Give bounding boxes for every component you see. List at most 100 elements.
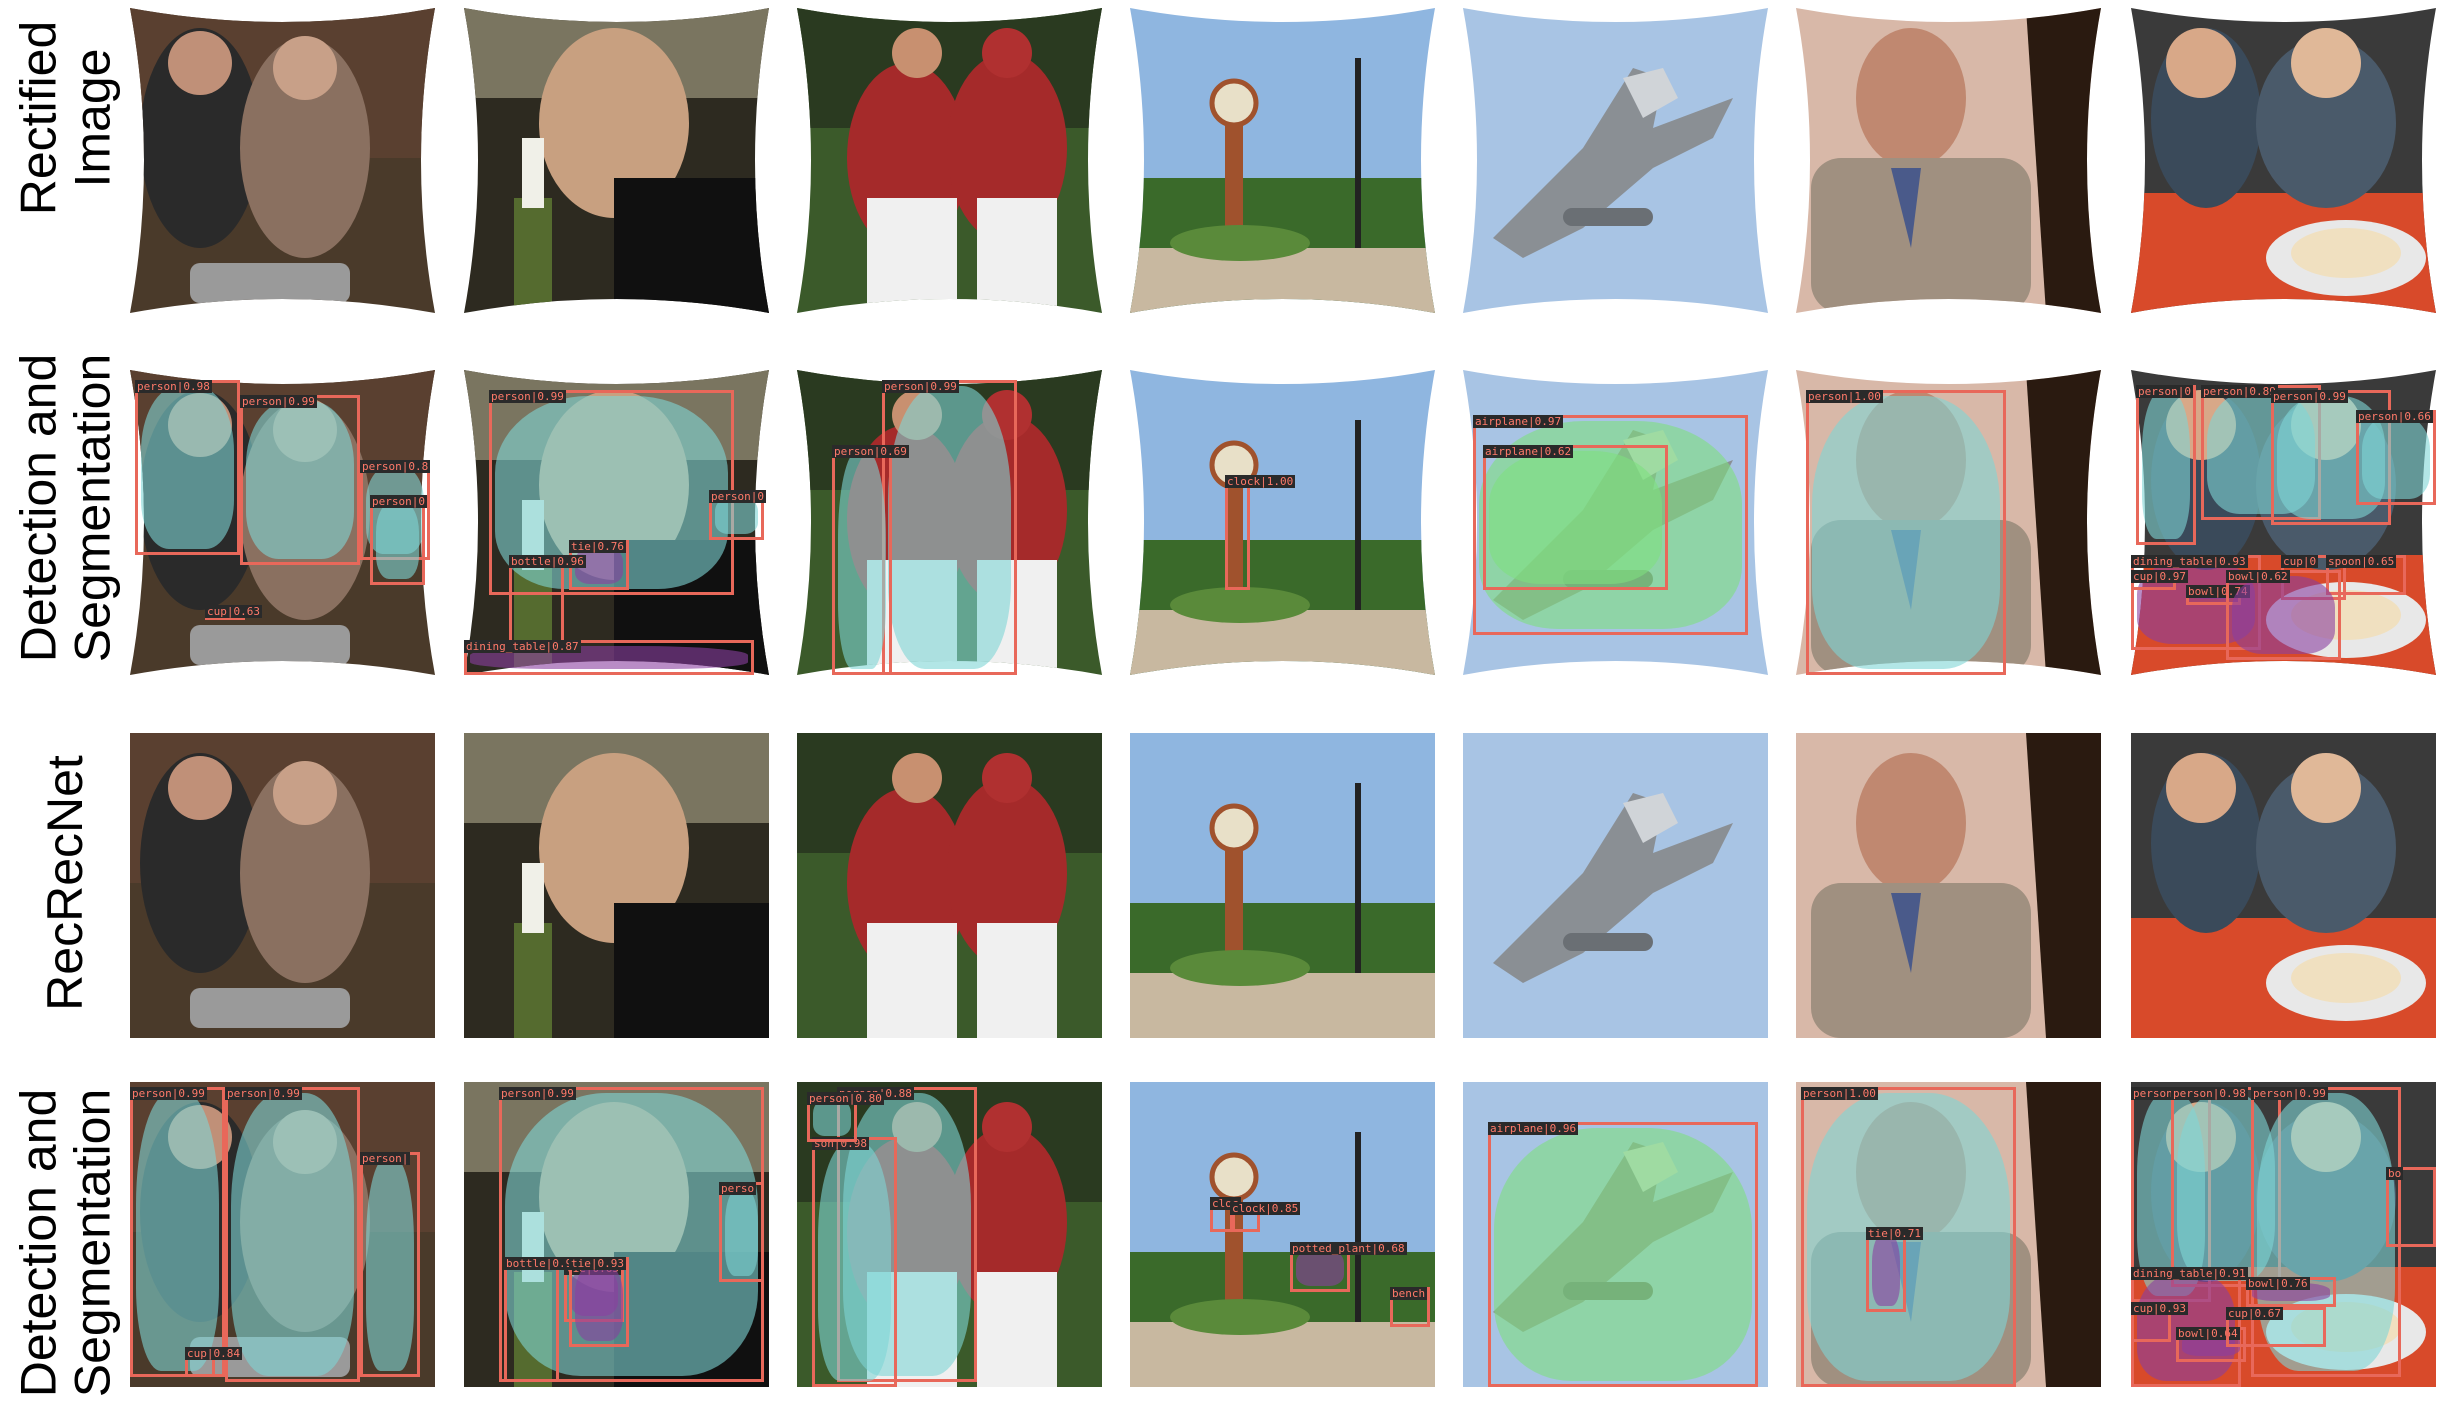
- detection-label: dining_table|0.91: [2131, 1267, 2248, 1280]
- cell-row1-col4: [1130, 8, 1435, 313]
- segmentation-mask: [141, 386, 234, 549]
- detection-box: person|0: [709, 490, 766, 540]
- row-label-line: RecRecNet: [37, 754, 94, 1011]
- detection-box: tie|0.76: [569, 540, 629, 590]
- detection-box: person|0.80: [807, 1092, 884, 1142]
- row-label-line: Detection and: [10, 353, 67, 662]
- detection-box: airplane|0.97: [1473, 415, 1748, 635]
- segmentation-mask: [231, 1093, 354, 1376]
- detection-box: person|1.00: [1806, 390, 2006, 675]
- detection-label: cup|0.84: [185, 1347, 242, 1360]
- detection-box: perso: [719, 1182, 764, 1282]
- row-label-detection-segmentation-rectified: Detection and Segmentation: [0, 340, 130, 675]
- row-label-line: Detection and: [10, 1088, 67, 1397]
- segmentation-mask: [376, 501, 419, 579]
- man-with-tie-photo: [1796, 733, 2101, 1038]
- segmentation-mask: [136, 1093, 219, 1371]
- row-label-line: Segmentation: [64, 1088, 121, 1397]
- detection-label: bo: [2386, 1167, 2404, 1180]
- cell-row2-col6: person|1.00: [1796, 370, 2101, 675]
- detection-box: cup|0.63: [205, 605, 262, 620]
- detection-box: bowl|0.62: [2226, 570, 2341, 660]
- detection-box: person|0.98: [135, 380, 240, 555]
- detection-box: bowl|0.74: [2186, 585, 2250, 605]
- segmentation-mask: [246, 401, 354, 559]
- fighter-jet-photo: [1463, 8, 1768, 313]
- detection-label: person|0.99: [882, 380, 959, 393]
- detection-label: tie|0.76: [569, 540, 626, 553]
- man-with-tie-photo: [1796, 8, 2101, 313]
- detection-label: bowl|0.62: [2226, 570, 2290, 583]
- detection-label: tie|0.71: [1866, 1227, 1923, 1240]
- cell-row1-col2: [464, 8, 769, 313]
- detection-label: person|0.99: [499, 1087, 576, 1100]
- cell-row3-col5: [1463, 733, 1768, 1038]
- detection-box: bo: [2386, 1167, 2436, 1247]
- detection-box: person|0.99: [130, 1087, 225, 1377]
- detection-label: bench: [1390, 1287, 1428, 1300]
- detection-label: bottle|0.94: [504, 1257, 581, 1270]
- detection-box: bench: [1390, 1287, 1430, 1327]
- detection-label: bowl|0.76: [2246, 1277, 2310, 1290]
- detection-label: person|1.00: [1806, 390, 1883, 403]
- clock-tower-park-photo: [1130, 733, 1435, 1038]
- detection-box: son|0.98: [812, 1137, 897, 1387]
- cell-row3-col7: [2131, 733, 2436, 1038]
- fighter-jet-photo: [1463, 733, 1768, 1038]
- detection-label: bottle|0.96: [509, 555, 586, 568]
- detection-box: person|0.99: [2251, 1087, 2401, 1377]
- cell-row3-col6: [1796, 733, 2101, 1038]
- detection-label: spoon|0.65: [2326, 555, 2397, 568]
- detection-label: cup|0.97: [2131, 570, 2188, 583]
- detection-label: person|0.99: [2271, 390, 2348, 403]
- detection-box: person|0.99: [240, 395, 360, 565]
- segmentation-mask: [888, 386, 1011, 669]
- segmentation-mask: [818, 1143, 891, 1381]
- detection-label: dining_table|0.87: [464, 640, 581, 653]
- baseball-players-photo: [797, 733, 1102, 1038]
- detection-label: clock|1.00: [1225, 475, 1296, 488]
- detection-label: person|0.99: [240, 395, 317, 408]
- detection-box: bowl|0.76: [2246, 1277, 2336, 1307]
- detection-label: person|1.00: [1801, 1087, 1878, 1100]
- segmentation-mask: [2232, 576, 2335, 654]
- detection-box: potted_plant|0.68: [1290, 1242, 1407, 1292]
- detection-box: person|0: [2136, 385, 2196, 545]
- segmentation-mask: [1489, 451, 1662, 584]
- clock-tower-park-photo: [1130, 370, 1435, 675]
- women-at-dinner-photo: [2131, 733, 2436, 1038]
- man-in-tuxedo-photo: [464, 8, 769, 313]
- cell-row1-col7: [2131, 8, 2436, 313]
- detection-box: dining_table|0.87: [464, 640, 754, 675]
- cell-row3-col3: [797, 733, 1102, 1038]
- detection-box: airplane|0.96: [1488, 1122, 1758, 1387]
- cell-row1-col3: [797, 8, 1102, 313]
- cell-row3-col4: [1130, 733, 1435, 1038]
- detection-label: cup|0: [2281, 555, 2319, 568]
- detection-label: cup|0.93: [2131, 1302, 2188, 1315]
- detection-label: dining_table|0.93: [2131, 555, 2248, 568]
- detection-box: person|0.99: [882, 380, 1017, 675]
- detection-label: airplane|0.96: [1488, 1122, 1579, 1135]
- women-at-dinner-photo: [2131, 8, 2436, 313]
- detection-label: person|: [360, 1152, 411, 1165]
- segmentation-mask: [575, 1263, 623, 1341]
- cell-row1-col5: [1463, 8, 1768, 313]
- segmentation-mask: [2362, 416, 2430, 499]
- row-label-detection-segmentation-recrecnet: Detection and Segmentation: [0, 1080, 130, 1405]
- cell-row4-col2: person|0.99persotie|0.65bottle|0.94tie|0…: [464, 1082, 769, 1387]
- segmentation-mask: [2257, 1093, 2395, 1371]
- cell-row4-col6: person|1.00 tie|0.71: [1796, 1082, 2101, 1387]
- detection-box: person|0: [370, 495, 427, 585]
- detection-box: clock|0.85: [1230, 1202, 1301, 1232]
- baseball-players-photo: [797, 8, 1102, 313]
- detection-label: person|0.99: [2251, 1087, 2328, 1100]
